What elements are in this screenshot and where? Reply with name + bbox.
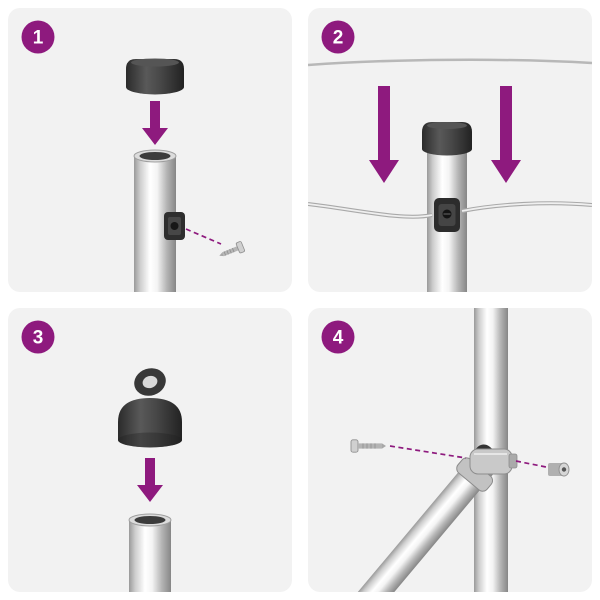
step-number: 4: [333, 328, 344, 349]
pole-cap: [126, 58, 184, 95]
step-2-illustration: 2: [308, 20, 592, 292]
pole-clamp-band: [469, 448, 518, 475]
step-number: 1: [33, 28, 44, 49]
step-number: 3: [33, 328, 44, 349]
step-1-illustration: 1: [21, 20, 245, 292]
step-panel-3: 3: [8, 308, 292, 592]
wire-right-highlight: [461, 202, 592, 212]
down-arrow-icon: [137, 458, 163, 502]
eyelet-cap: [118, 368, 182, 448]
wire-clamp: [434, 198, 460, 232]
down-arrow-left-icon: [369, 86, 399, 183]
wire-clamp: [164, 212, 185, 240]
step-3-illustration: 3: [21, 320, 182, 592]
step-number-badge: 2: [321, 20, 355, 54]
down-arrow-icon: [142, 101, 168, 145]
step-4-illustration: 4: [321, 308, 570, 592]
wire-left-highlight: [308, 203, 433, 218]
bolt-icon-left: [350, 439, 386, 453]
step-number-badge: 3: [21, 320, 55, 354]
step-number: 2: [333, 28, 344, 49]
step-number-badge: 4: [321, 320, 355, 354]
step-number-badge: 1: [21, 20, 55, 54]
right-screw-guide-dashed-line: [515, 460, 547, 468]
screw-icon: [219, 241, 245, 257]
step-panel-1: 1: [8, 8, 292, 292]
nut-icon-right: [548, 462, 570, 477]
metal-pole: [128, 513, 172, 592]
screw-guide-dashed-line: [185, 228, 222, 245]
step-panel-4: 4: [308, 308, 592, 592]
left-screw-guide-dashed-line: [389, 445, 467, 459]
clothes-wire-top: [308, 58, 592, 67]
down-arrow-right-icon: [491, 86, 521, 183]
step-panel-2: 2: [308, 8, 592, 292]
